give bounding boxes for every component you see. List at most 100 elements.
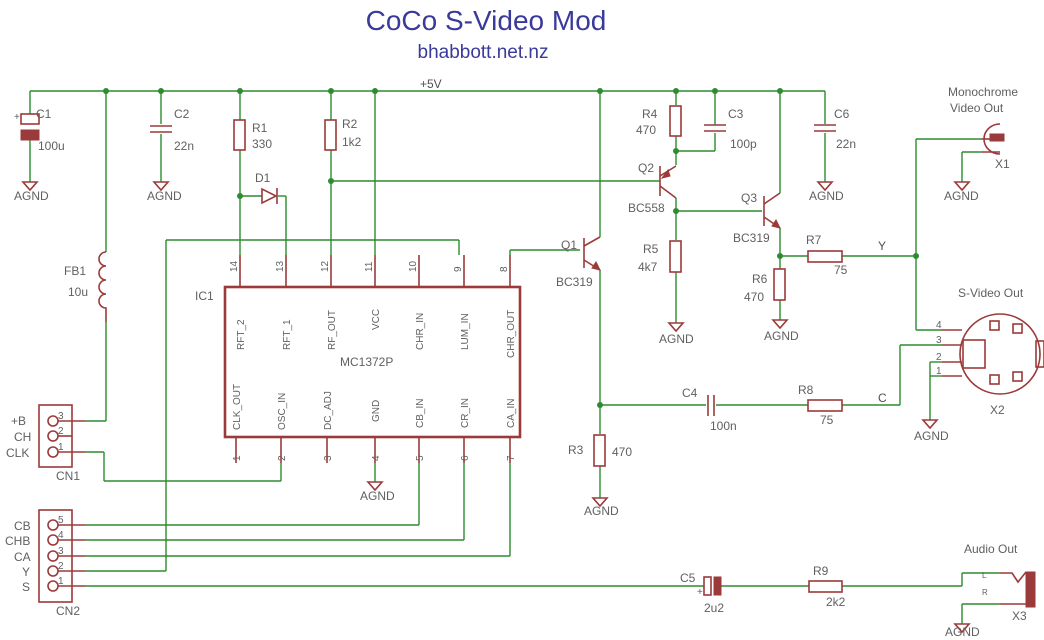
component-value: 22n bbox=[836, 137, 856, 151]
resistor-r1: R1 330 bbox=[233, 119, 272, 151]
connector-cn1: 3 2 1 +B CH CLK CN1 bbox=[6, 404, 85, 483]
component-label: D1 bbox=[255, 171, 271, 185]
connector-pin-number: 1 bbox=[58, 442, 64, 453]
connector-pin-label: CA bbox=[14, 550, 31, 564]
ic-pin-name: CA_IN bbox=[506, 399, 517, 428]
connector-pin-label: CH bbox=[14, 430, 31, 444]
ic-pin-name: CB_IN bbox=[415, 399, 426, 428]
connector-pin-label: S bbox=[22, 580, 30, 594]
ic-pin-name: CHR_OUT bbox=[506, 310, 517, 358]
connector-label: CN1 bbox=[56, 469, 80, 483]
ic-pin-number: 6 bbox=[460, 455, 471, 461]
ic-pin-name: RFT_2 bbox=[236, 319, 247, 350]
ic-pin-number: 5 bbox=[415, 455, 426, 461]
connector-pin-number: 2 bbox=[58, 561, 64, 572]
resistor-r6: R6 470 bbox=[744, 268, 786, 304]
resistor-r2: R2 1k2 bbox=[324, 117, 362, 151]
component-label: R5 bbox=[643, 242, 659, 256]
ic-pin-name: LUM_IN bbox=[460, 313, 471, 350]
component-label: R2 bbox=[342, 117, 358, 131]
component-value: 470 bbox=[744, 290, 764, 304]
ic-pin-number: 11 bbox=[364, 261, 375, 272]
component-label: FB1 bbox=[64, 264, 86, 278]
connector-label: X1 bbox=[995, 157, 1010, 171]
component-label: R4 bbox=[642, 107, 658, 121]
ic-pin-number: 3 bbox=[323, 455, 334, 461]
component-value: 2k2 bbox=[826, 595, 846, 609]
connector-pin-number: 3 bbox=[58, 546, 64, 557]
ic-pin-number: 12 bbox=[320, 260, 331, 272]
component-value: 2u2 bbox=[704, 601, 724, 615]
connector-cn2: 5 4 3 2 1 CB CHB CA Y S CN2 bbox=[5, 509, 85, 618]
component-label: Q1 bbox=[561, 238, 577, 252]
component-value: BC558 bbox=[628, 201, 665, 215]
connector-pin-number: 3 bbox=[58, 411, 64, 422]
component-label: R9 bbox=[813, 564, 829, 578]
component-value: 75 bbox=[820, 413, 834, 427]
ic-pin-name: CR_IN bbox=[460, 398, 471, 428]
connector-pin-number: 4 bbox=[936, 320, 942, 331]
wires: +5V bbox=[29, 77, 1000, 624]
component-label: R3 bbox=[568, 443, 584, 457]
connector-x1: Monochrome Video Out X1 bbox=[948, 85, 1018, 171]
connector-label: X2 bbox=[990, 403, 1005, 417]
ic-part-number: MC1372P bbox=[340, 355, 393, 369]
capacitor-c1: + C1 100u bbox=[14, 107, 65, 153]
ic1-mc1372p: IC1 MC1372P 14 13 12 11 10 9 8 RFT_2 RFT… bbox=[195, 255, 522, 463]
capacitor-c6: C6 22n bbox=[814, 107, 856, 151]
component-value: 470 bbox=[612, 445, 632, 459]
connector-title: Video Out bbox=[950, 101, 1004, 115]
ground-label: AGND bbox=[659, 332, 694, 346]
ic-pin-name: VCC bbox=[371, 309, 382, 330]
ic-pin-number: 13 bbox=[275, 260, 286, 272]
svg-text:+: + bbox=[14, 112, 20, 123]
ic-designator: IC1 bbox=[195, 289, 214, 303]
net-label-y: Y bbox=[878, 239, 886, 253]
component-value: 100p bbox=[730, 137, 757, 151]
ground-label: AGND bbox=[809, 189, 844, 203]
ground-label: AGND bbox=[764, 329, 799, 343]
component-value: 470 bbox=[636, 123, 656, 137]
component-label: C6 bbox=[834, 107, 850, 121]
connector-pin-number: 3 bbox=[936, 335, 942, 346]
ic-pin-name: CLK_OUT bbox=[232, 384, 243, 430]
resistor-r5: R5 4k7 bbox=[638, 240, 682, 274]
connector-pin-label: CHB bbox=[5, 534, 30, 548]
component-label: C3 bbox=[728, 107, 744, 121]
component-label: R7 bbox=[806, 233, 822, 247]
capacitor-c2: C2 22n bbox=[150, 107, 194, 153]
ic-pin-name: CHR_IN bbox=[415, 313, 426, 350]
connector-title: Audio Out bbox=[964, 542, 1018, 556]
transistor-q1: Q1 BC319 bbox=[556, 236, 601, 289]
connector-x2: 4 3 2 1 S-Video Out X2 bbox=[936, 286, 1044, 417]
connector-title: Monochrome bbox=[948, 85, 1018, 99]
component-value: 10u bbox=[68, 285, 88, 299]
connector-pin-number: 2 bbox=[936, 352, 942, 363]
ic-pin-number: 14 bbox=[229, 260, 240, 272]
capacitor-c3: C3 100p bbox=[704, 107, 757, 151]
ground-label: AGND bbox=[945, 625, 980, 639]
capacitor-c4: C4 100n bbox=[682, 386, 737, 433]
component-value: BC319 bbox=[733, 231, 770, 245]
junctions bbox=[103, 88, 919, 408]
ic-pin-number: 8 bbox=[499, 266, 510, 272]
connector-pin-label: +B bbox=[11, 414, 26, 428]
component-label: C5 bbox=[680, 571, 696, 585]
connector-pin-number: 5 bbox=[58, 515, 64, 526]
net-label-c: C bbox=[878, 391, 887, 405]
connector-pin-number: 1 bbox=[58, 576, 64, 587]
ic-pin-number: 1 bbox=[232, 455, 243, 461]
diode-d1: D1 bbox=[255, 171, 278, 205]
connector-title: S-Video Out bbox=[958, 286, 1024, 300]
ground-label: AGND bbox=[360, 489, 395, 503]
supply-label: +5V bbox=[420, 77, 442, 91]
resistor-r8: R8 75 bbox=[798, 383, 843, 427]
resistor-r9: R9 2k2 bbox=[808, 564, 846, 609]
transistor-q2: Q2 BC558 bbox=[628, 161, 677, 215]
connector-pin-label: CLK bbox=[6, 446, 29, 460]
component-label: C2 bbox=[174, 107, 190, 121]
ground-label: AGND bbox=[944, 189, 979, 203]
inductor-fb1: FB1 10u bbox=[64, 251, 107, 322]
ic-pin-name: RF_OUT bbox=[327, 310, 338, 350]
